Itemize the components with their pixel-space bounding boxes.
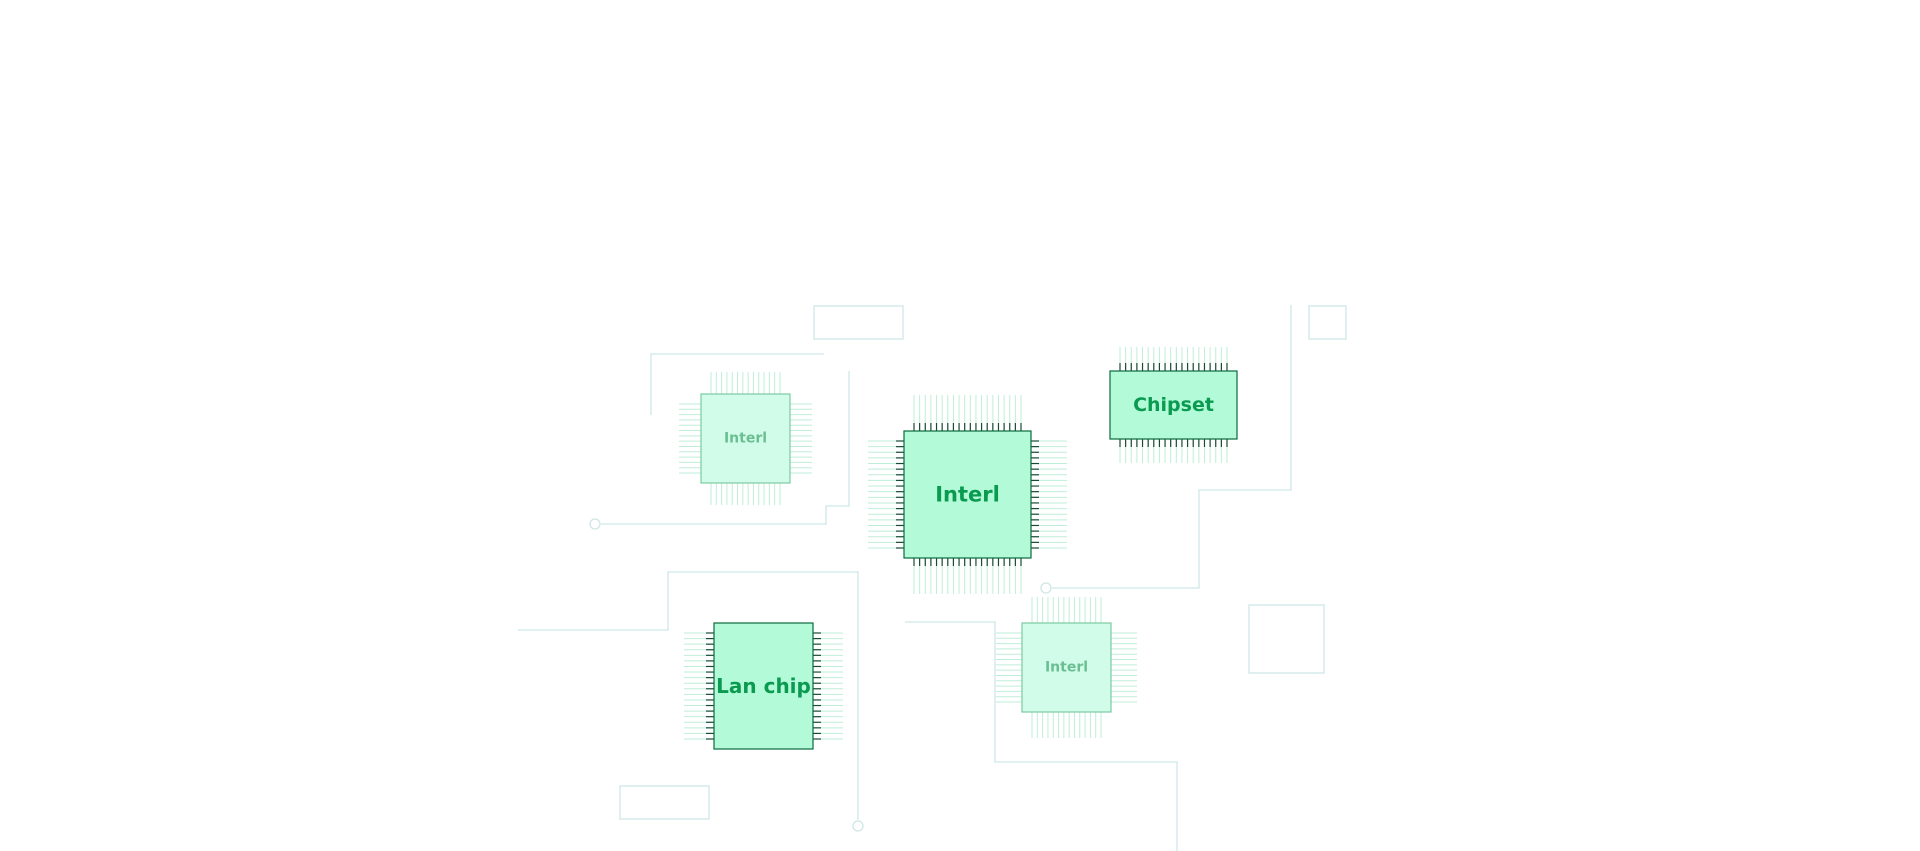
chip-interl-main-body xyxy=(903,430,1032,559)
trace-center-bottom xyxy=(905,621,1178,851)
pad-right xyxy=(1248,604,1325,674)
chip-interl-small-bottom-pins xyxy=(996,597,1137,738)
trace-node-right xyxy=(1040,582,1052,594)
chip-interl-main-label: Interl xyxy=(935,483,1000,507)
pad-top-left xyxy=(813,305,904,340)
trace-top-left xyxy=(650,353,824,415)
trace-node-left xyxy=(589,518,601,530)
circuit-traces xyxy=(518,305,1292,851)
chip-interl-main: Interl xyxy=(868,395,1067,594)
chip-interl-small-bottom-label: Interl xyxy=(1045,660,1088,676)
trace-right xyxy=(1052,305,1292,589)
chip-chipset: Chipset xyxy=(1109,347,1238,463)
pad-top-right xyxy=(1308,305,1347,340)
circuit-pads xyxy=(619,305,1347,820)
trace-node-bottom xyxy=(852,820,864,832)
chip-interl-small-bottom: Interl xyxy=(996,597,1137,738)
chip-lan-pins xyxy=(684,632,843,740)
chip-chipset-label: Chipset xyxy=(1133,394,1214,416)
chip-interl-small-bottom-body xyxy=(1021,622,1112,713)
chip-interl-small-top-pins xyxy=(679,372,812,505)
trace-lower-left xyxy=(518,571,859,820)
chip-lan-label: Lan chip xyxy=(716,674,811,698)
chip-lan: Lan chip xyxy=(684,622,843,750)
chip-chipset-body xyxy=(1109,370,1238,440)
chip-lan-body xyxy=(713,622,814,750)
chip-interl-small-top-body xyxy=(700,393,791,484)
trace-left-vertical xyxy=(601,371,850,525)
chip-chipset-pins xyxy=(1119,347,1228,463)
chip-interl-small-top-label: Interl xyxy=(724,431,767,447)
chip-interl-main-pins xyxy=(868,395,1067,594)
chip-interl-small-top: Interl xyxy=(679,372,812,505)
pad-bottom-left xyxy=(619,785,710,820)
